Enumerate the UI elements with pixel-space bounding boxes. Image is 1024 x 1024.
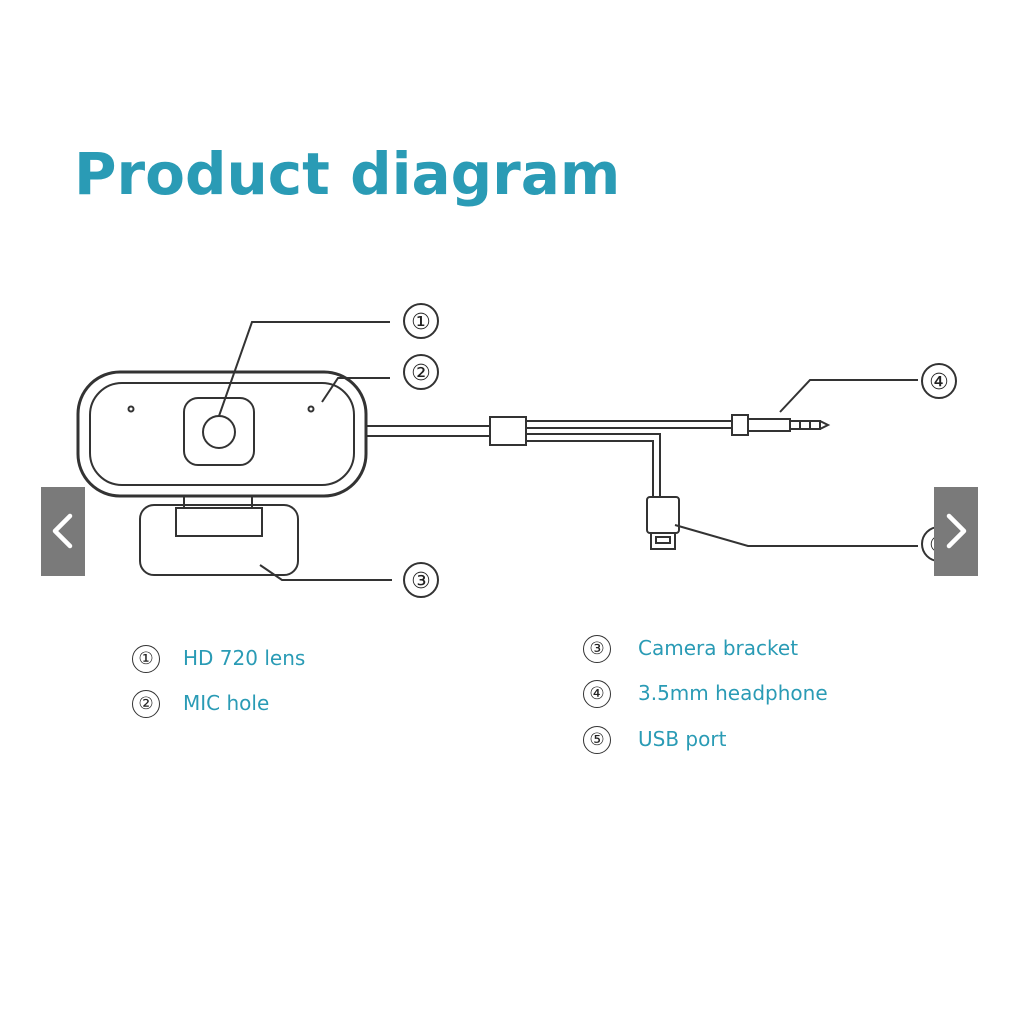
camera-bracket bbox=[139, 504, 299, 576]
usb-plug-connector bbox=[650, 532, 676, 550]
hinge-block bbox=[175, 507, 263, 537]
legend-number: ③ bbox=[583, 635, 611, 663]
chevron-right-icon bbox=[946, 513, 967, 549]
legend-number: ⑤ bbox=[583, 726, 611, 754]
camera-face bbox=[89, 382, 355, 486]
legend-label: MIC hole bbox=[183, 691, 270, 715]
mic-hole-left bbox=[127, 405, 135, 413]
callout-4: ④ bbox=[929, 370, 949, 395]
lens-housing bbox=[183, 397, 255, 466]
lens bbox=[202, 415, 236, 449]
prev-image-button[interactable] bbox=[41, 487, 85, 576]
legend-label: USB port bbox=[638, 727, 727, 751]
next-image-button[interactable] bbox=[934, 487, 978, 576]
callout-3: ③ bbox=[411, 569, 431, 594]
jack-plug-collar bbox=[747, 418, 791, 432]
legend-label: HD 720 lens bbox=[183, 646, 306, 670]
legend-number: ④ bbox=[583, 680, 611, 708]
usb-plug-body bbox=[646, 496, 680, 534]
callout-2: ② bbox=[411, 361, 431, 386]
legend-number: ① bbox=[132, 645, 160, 673]
hinge bbox=[183, 495, 253, 509]
legend-number: ② bbox=[132, 690, 160, 718]
legend-label: Camera bracket bbox=[638, 636, 799, 660]
legend-label: 3.5mm headphone bbox=[638, 681, 828, 705]
mic-hole-right bbox=[307, 405, 315, 413]
chevron-left-icon bbox=[52, 513, 73, 549]
jack-plug-pin bbox=[789, 420, 821, 430]
jack-plug-body bbox=[731, 414, 749, 436]
page-title: Product diagram bbox=[74, 140, 621, 208]
cable-splitter bbox=[489, 416, 527, 446]
callout-1: ① bbox=[411, 310, 431, 335]
camera-body bbox=[76, 370, 368, 498]
